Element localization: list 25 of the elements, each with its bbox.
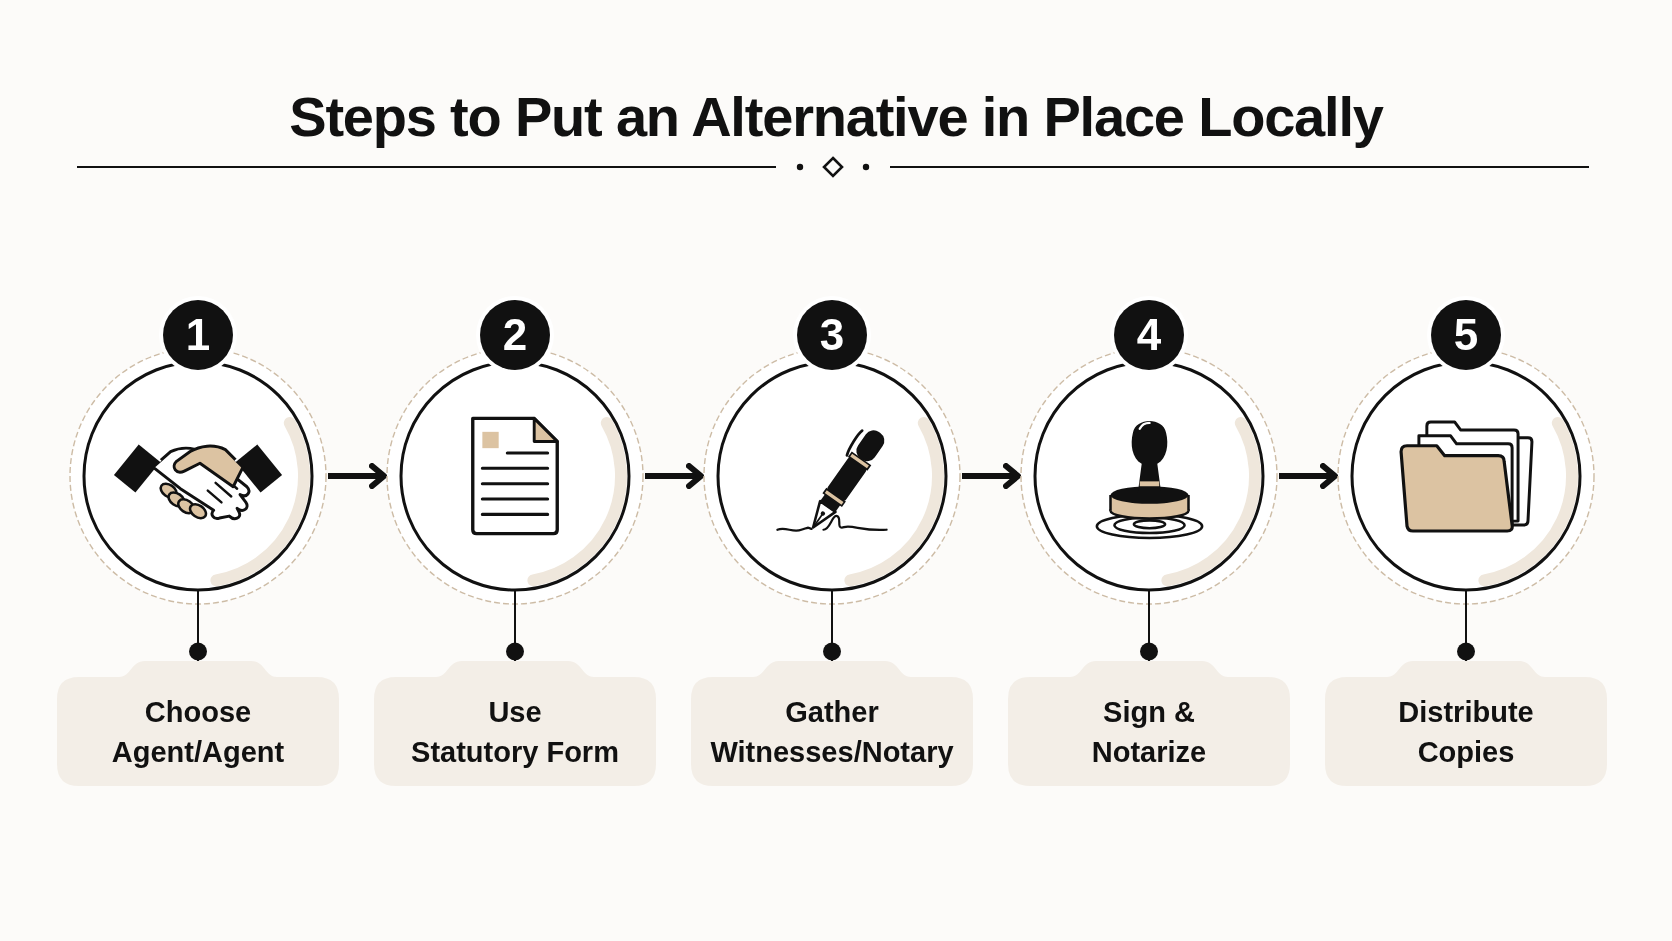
dot-connector-line bbox=[189, 605, 207, 662]
step-circle bbox=[385, 296, 645, 606]
step-label-card bbox=[57, 661, 339, 786]
step-label: Gather Witnesses/Notary bbox=[710, 694, 954, 770]
dot-connector-line bbox=[1140, 605, 1158, 662]
dot-connector-line bbox=[1457, 605, 1475, 662]
step-label: Sign & Notarize bbox=[1091, 694, 1207, 770]
step-label: Choose Agent/Agent bbox=[111, 694, 285, 770]
step-circle bbox=[702, 296, 962, 606]
step-circle bbox=[68, 296, 328, 606]
step-circle bbox=[1336, 296, 1596, 606]
step-circle bbox=[1019, 296, 1279, 606]
title: Steps to Put an Alternative in Place Locally bbox=[289, 85, 1383, 149]
arrow bbox=[328, 463, 387, 489]
dot-connector-line bbox=[506, 605, 524, 662]
arrow bbox=[645, 463, 704, 489]
arrow bbox=[1279, 463, 1338, 489]
step-label-card bbox=[1325, 661, 1607, 786]
step-label: Distribute Copies bbox=[1398, 694, 1534, 770]
dot-connector-line bbox=[823, 605, 841, 662]
step-label-card bbox=[691, 661, 973, 786]
step-label-card bbox=[374, 661, 656, 786]
step-label-card bbox=[1008, 661, 1290, 786]
step-label: Use Statutory Form bbox=[411, 694, 619, 770]
arrow bbox=[962, 463, 1021, 489]
